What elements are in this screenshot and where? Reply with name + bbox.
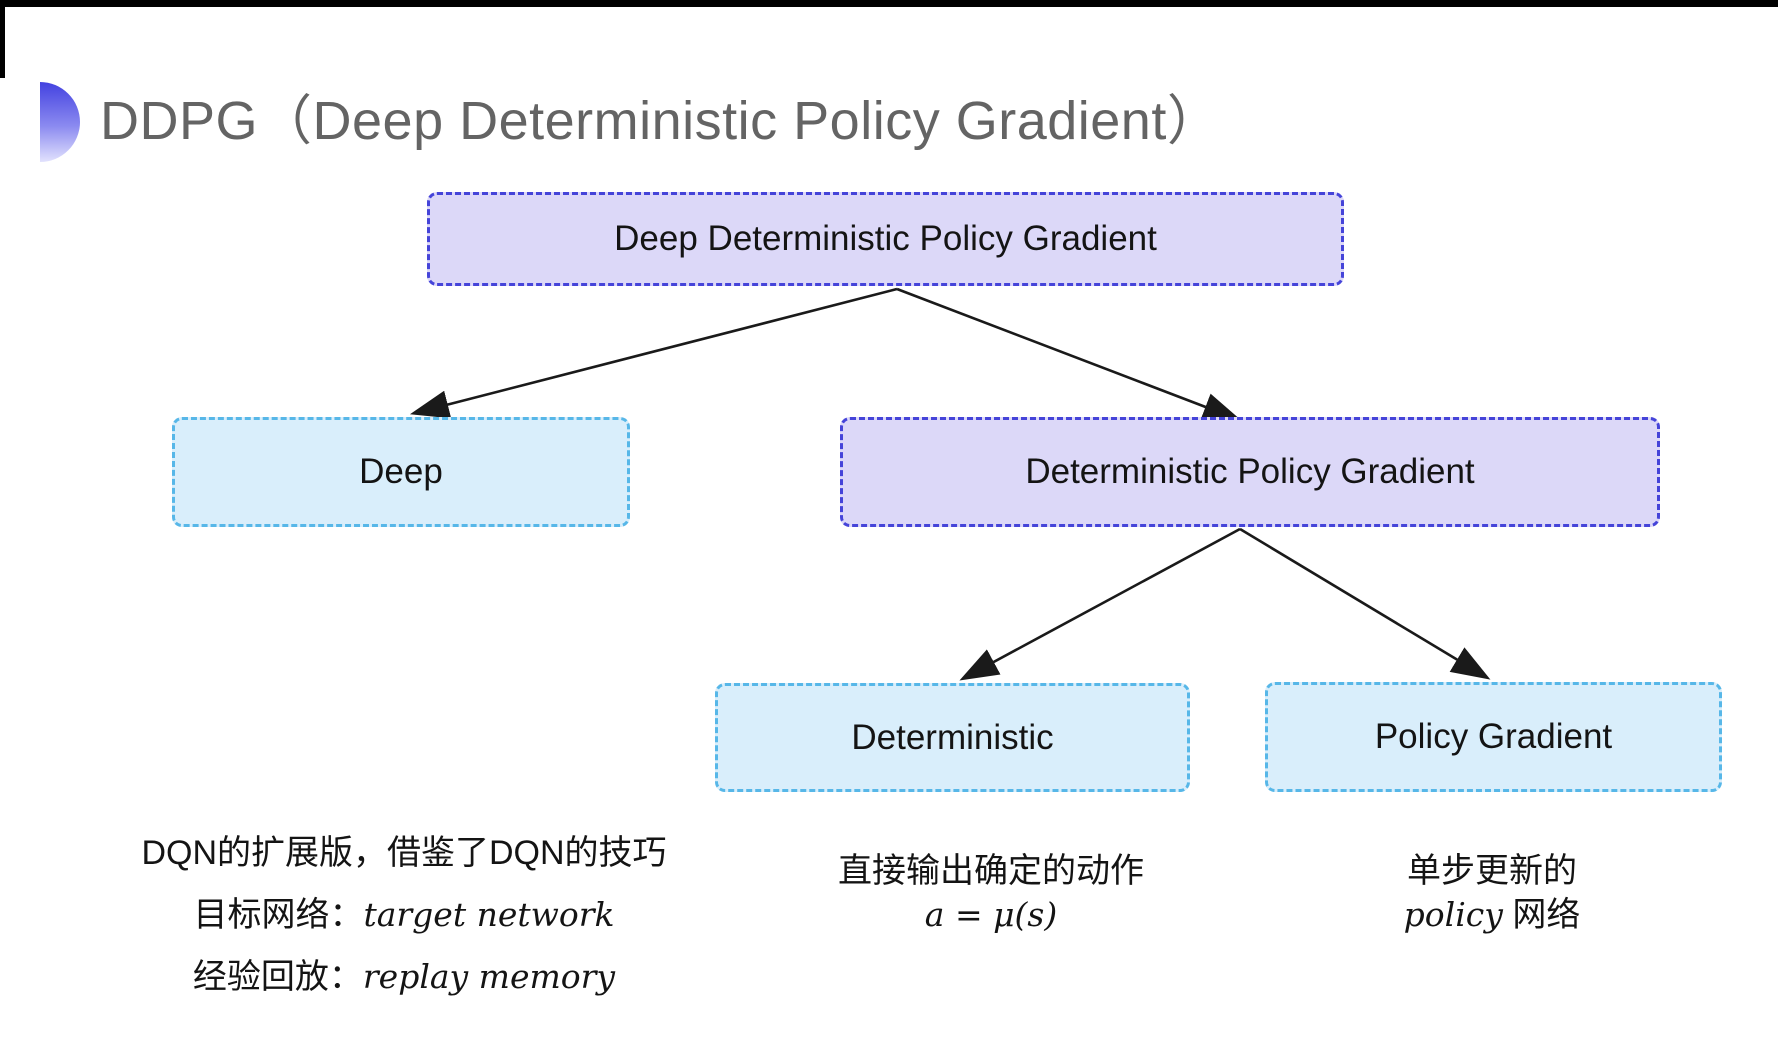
left-frame-line — [0, 0, 5, 78]
arrow-dpg-to-deterministic — [959, 527, 1241, 681]
node-deterministic-policy-gradient: Deterministic Policy Gradient — [840, 417, 1660, 527]
note-deterministic-line1: 直接输出确定的动作 — [838, 852, 1144, 890]
node-policy-gradient-label: Policy Gradient — [1374, 717, 1613, 756]
note-policy-gradient-line1: 单步更新的 — [1407, 852, 1577, 890]
page-title: DDPG（Deep Deterministic Policy Gradient） — [100, 91, 1222, 151]
note-deep-line2: 目标网络：target network — [120, 884, 688, 946]
arrow-root-to-deep — [409, 287, 898, 419]
note-deep-line3-label: 经验回放： — [192, 958, 363, 996]
note-deep: DQN的扩展版，借鉴了DQN的技巧 目标网络：target network 经验… — [120, 822, 688, 1008]
note-deterministic-formula: a = μ(s) — [924, 895, 1058, 934]
node-deterministic: Deterministic — [715, 683, 1190, 792]
note-deep-line2-label: 目标网络： — [193, 896, 364, 934]
note-policy-gradient-suffix: 网络 — [1502, 896, 1581, 934]
note-deterministic: 直接输出确定的动作 a = μ(s) — [790, 849, 1192, 937]
note-deep-line3-term: replay memory — [362, 957, 616, 996]
note-policy-gradient-line2: policy 网络 — [1292, 893, 1692, 937]
arrow-root-to-dpg — [896, 287, 1242, 421]
note-deep-line2-term: target network — [363, 895, 615, 934]
node-deterministic-label: Deterministic — [851, 717, 1054, 757]
note-deep-line1: DQN的扩展版，借鉴了DQN的技巧 — [141, 834, 667, 872]
title-bullet-icon — [40, 82, 80, 162]
node-root-label: Deep Deterministic Policy Gradient — [614, 219, 1157, 258]
node-deep: Deep — [172, 417, 630, 527]
top-frame-line — [0, 0, 1778, 7]
note-policy-gradient-term: policy — [1403, 895, 1503, 934]
node-deep-label: Deep — [359, 452, 443, 491]
arrow-dpg-to-policy-gradient — [1239, 527, 1491, 680]
node-policy-gradient: Policy Gradient — [1265, 682, 1722, 792]
node-root-ddpg: Deep Deterministic Policy Gradient — [427, 192, 1344, 286]
note-policy-gradient: 单步更新的 policy 网络 — [1292, 849, 1692, 937]
node-dpg-label: Deterministic Policy Gradient — [1025, 452, 1475, 491]
note-deep-line3: 经验回放：replay memory — [120, 946, 688, 1008]
